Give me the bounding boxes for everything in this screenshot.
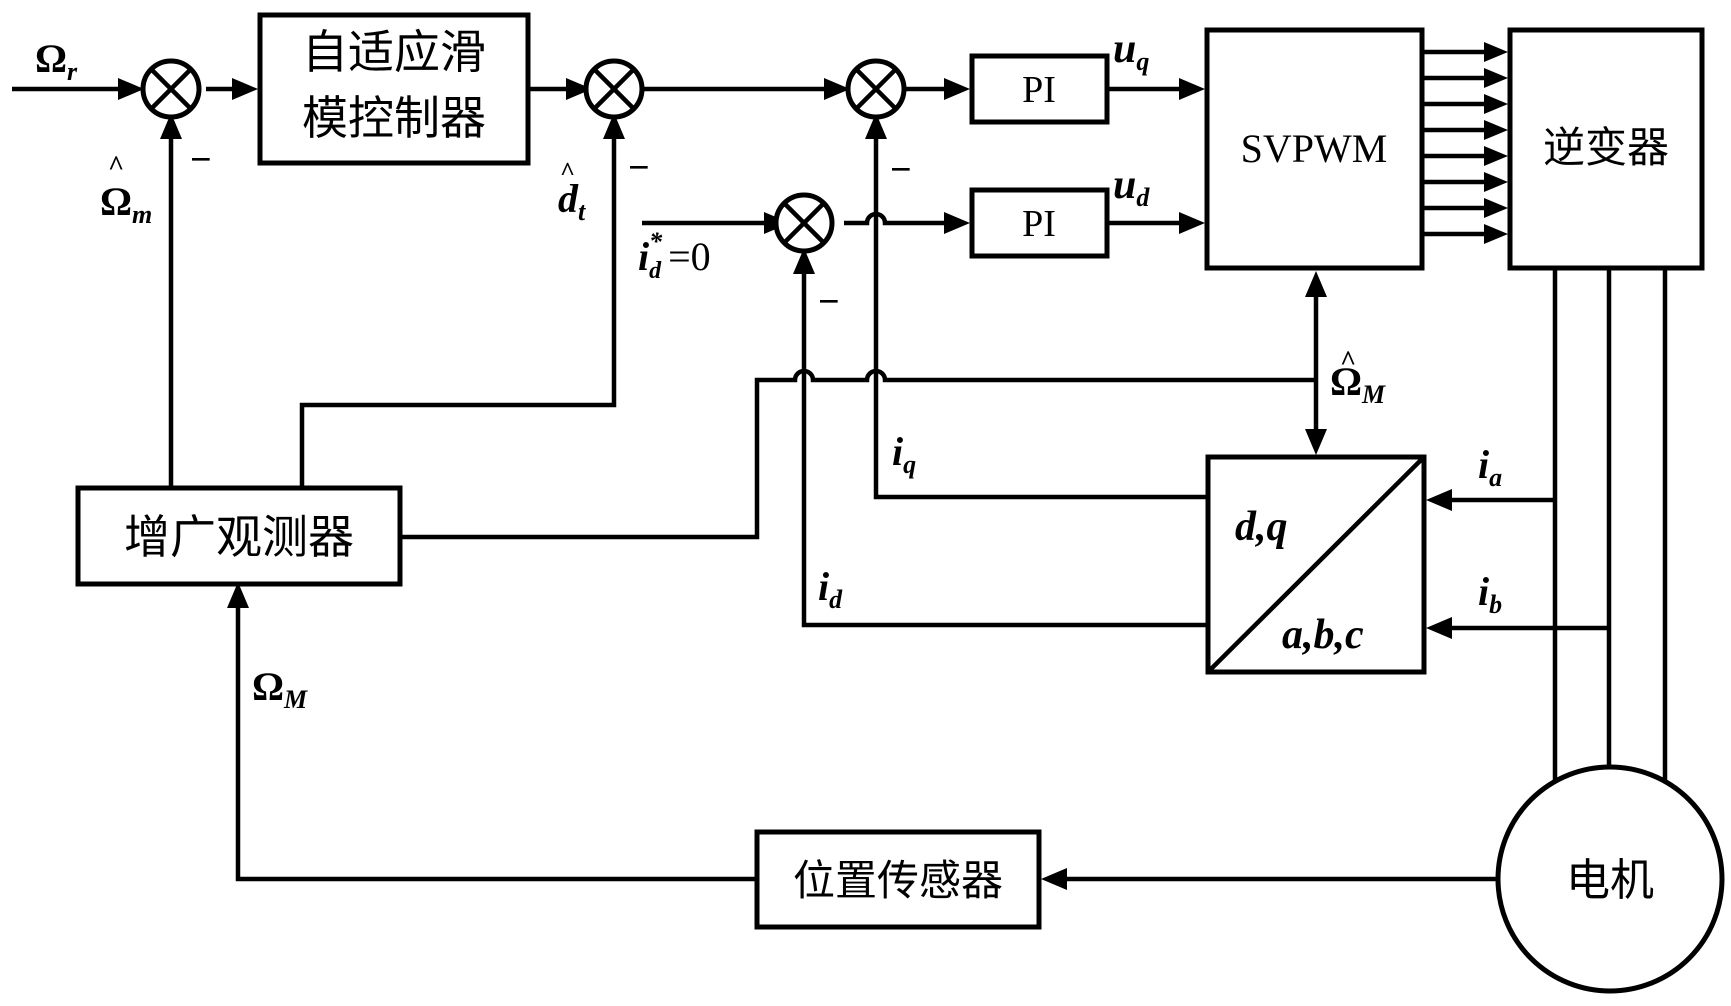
- omega-M-label: ΩM: [252, 664, 308, 714]
- ia-label: ia: [1478, 442, 1502, 492]
- arrow-icon: [944, 78, 970, 100]
- omega-M-hat-label: ΩM: [1330, 359, 1386, 409]
- arrow-icon: [1305, 429, 1327, 455]
- arrow-icon: [232, 78, 258, 100]
- minus-sign-4: −: [818, 281, 840, 323]
- position-sensor-label: 位置传感器: [793, 856, 1003, 905]
- arrow-icon: [227, 582, 249, 608]
- uq-label: uq: [1113, 26, 1149, 76]
- arrow-icon: [1179, 212, 1205, 234]
- omega-r-label: Ωr: [35, 36, 78, 86]
- arrow-heads: [118, 42, 1508, 890]
- omega-M-hat-line: [400, 368, 1316, 540]
- ud-label: ud: [1113, 162, 1150, 212]
- transform-abc-label: a,b,c: [1282, 612, 1364, 658]
- inverter-block: 逆变器: [1507, 27, 1705, 271]
- arrow-icon: [1484, 42, 1508, 62]
- arrow-icon: [1484, 172, 1508, 192]
- transform-dq-label: d,q: [1235, 504, 1288, 550]
- arrow-icon: [1426, 489, 1452, 511]
- arrow-icon: [793, 248, 815, 274]
- sum-junction-2: [583, 58, 645, 120]
- svpwm-label: SVPWM: [1241, 126, 1388, 171]
- omega-m-hat-caret: ^: [108, 151, 124, 182]
- arrow-icon: [1179, 78, 1205, 100]
- arrow-icon: [865, 113, 887, 139]
- sum-junction-3: [845, 58, 907, 120]
- arrow-icon: [1484, 120, 1508, 140]
- sum4-to-pi-d-line: [844, 211, 955, 226]
- sum-junction-1: [140, 58, 202, 120]
- arrow-icon: [1484, 146, 1508, 166]
- svpwm-block: SVPWM: [1204, 27, 1425, 271]
- minus-sign-1: −: [190, 139, 212, 181]
- omega-M-hat-caret: ^: [1340, 346, 1356, 377]
- signal-lines: [12, 49, 1668, 882]
- smc-label-line2: 模控制器: [302, 91, 486, 145]
- arrow-icon: [603, 113, 625, 139]
- iq-feedback-line: [873, 132, 1208, 500]
- arrow-icon: [1484, 224, 1508, 244]
- smc-controller-block: 自适应滑 模控制器: [257, 12, 531, 166]
- dt-hat-line: [299, 132, 617, 488]
- minus-sign-3: −: [890, 149, 912, 191]
- observer-label: 增广观测器: [124, 510, 354, 564]
- id-ref-label: id*=0: [638, 227, 711, 284]
- arrow-icon: [1041, 868, 1067, 890]
- pi-d-block: PI: [969, 187, 1110, 259]
- arrow-icon: [1484, 94, 1508, 114]
- pi-d-label: PI: [1022, 203, 1056, 245]
- arrow-icon: [160, 113, 182, 139]
- arrow-icon: [1484, 198, 1508, 218]
- ib-label: ib: [1478, 569, 1502, 619]
- position-sensor-block: 位置传感器: [754, 829, 1042, 930]
- arrow-icon: [944, 212, 970, 234]
- omega-M-line: [235, 600, 757, 882]
- arrow-icon: [566, 78, 592, 100]
- smc-label-line1: 自适应滑: [302, 25, 486, 79]
- motor-block: 电机: [1495, 764, 1725, 994]
- inverter-label: 逆变器: [1543, 123, 1669, 172]
- dt-hat-label: dt: [558, 176, 586, 226]
- augmented-observer-block: 增广观测器: [75, 485, 403, 587]
- dt-hat-caret: ^: [560, 157, 575, 186]
- transform-block: d,q a,b,c: [1205, 454, 1427, 675]
- pi-q-label: PI: [1022, 69, 1056, 111]
- omega-m-hat-label: Ωm: [100, 179, 152, 229]
- motor-label: 电机: [1566, 855, 1654, 906]
- arrow-icon: [1484, 68, 1508, 88]
- arrow-icon: [118, 78, 144, 100]
- minus-sign-2: −: [628, 147, 650, 189]
- pi-q-block: PI: [969, 53, 1110, 125]
- iq-label: iq: [892, 429, 916, 479]
- arrow-icon: [1305, 271, 1327, 297]
- id-feedback-line: [801, 267, 1208, 628]
- arrow-icon: [1426, 617, 1452, 639]
- arrow-icon: [824, 78, 850, 100]
- sum-junction-4: [773, 192, 835, 254]
- id-label: id: [818, 564, 843, 614]
